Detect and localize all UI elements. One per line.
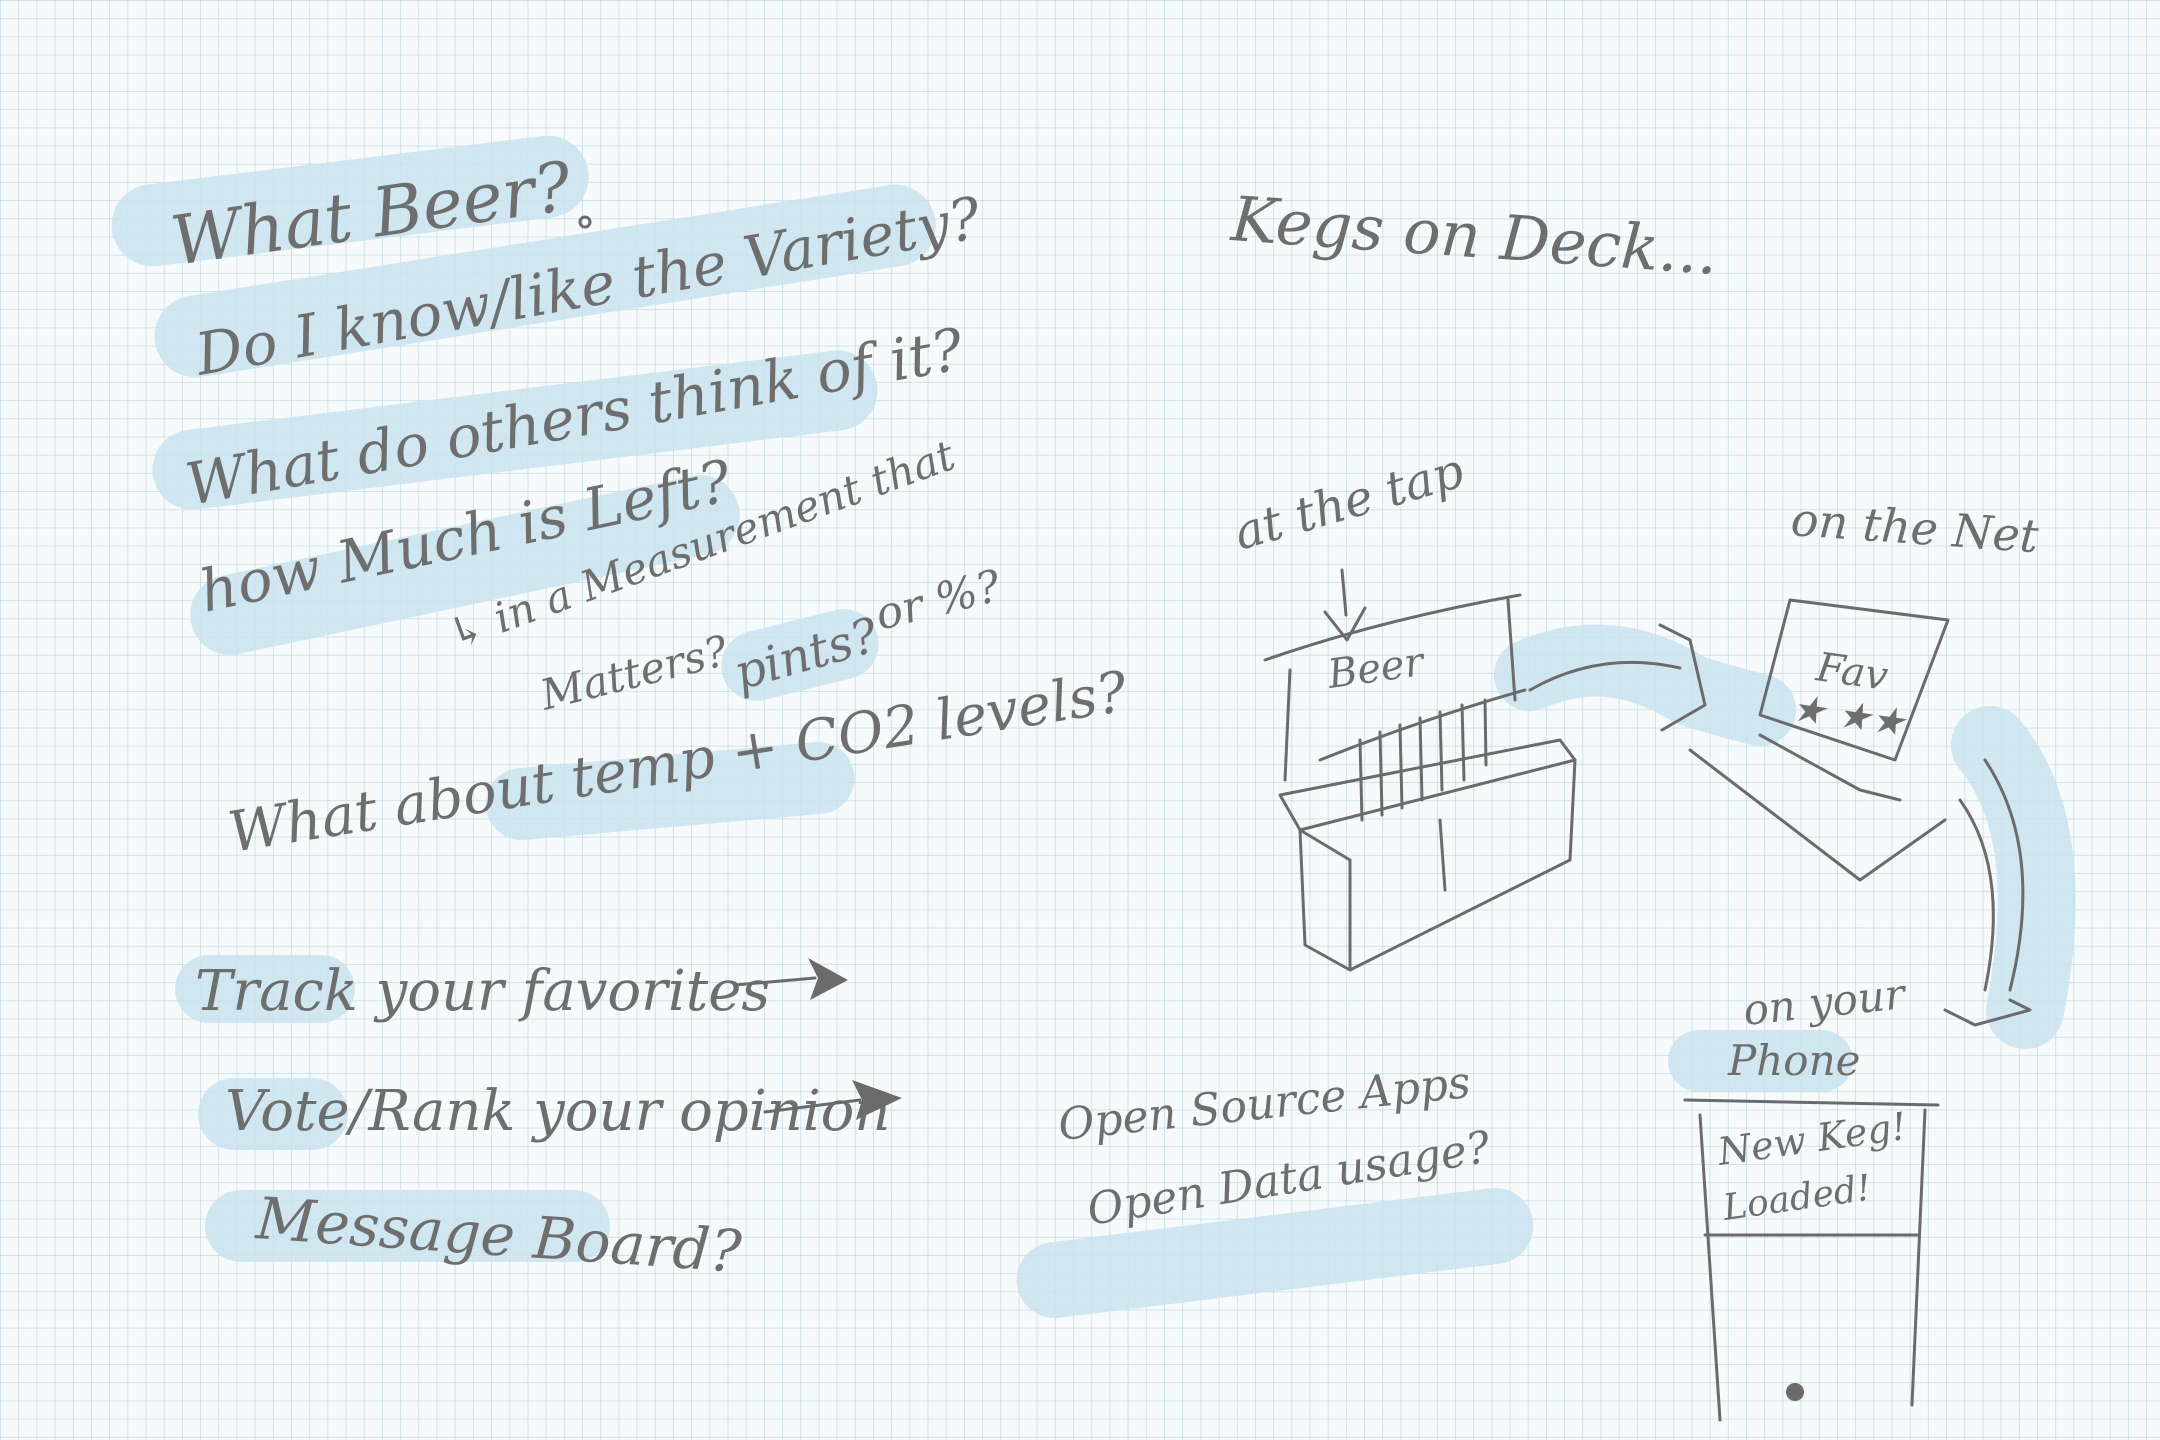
highlight-open-data — [1016, 1187, 1534, 1319]
highlight-others-think — [152, 350, 878, 510]
note-temp-co2: What about temp + CO2 levels? — [224, 659, 1132, 865]
laptop-screen-icon — [1758, 598, 1950, 762]
highlight-what-beer — [111, 135, 589, 267]
tap-rail — [1318, 688, 1527, 762]
track-arrow-line — [733, 976, 817, 987]
bar-sign-label: Beer — [1324, 639, 1429, 698]
bar-sign-outline — [1263, 593, 1522, 782]
note-percent: or %? — [870, 560, 1006, 640]
vote-arrow-line — [763, 1098, 862, 1114]
highlight-arrow-net-phone — [1951, 706, 2076, 1049]
left-notes: What Beer? Do I know/like the Variety? W… — [166, 147, 1132, 865]
highlight-arrow-tap-net — [1494, 624, 1796, 746]
feature-track: Track your favorites — [195, 959, 770, 1024]
highlight-vote — [198, 1078, 348, 1150]
label-on-your: on your — [1741, 969, 1910, 1035]
vote-arrow-head — [852, 1080, 902, 1120]
arrow-tap-to-net — [1528, 623, 1707, 732]
note-measurement-line2: Matters? — [535, 626, 733, 720]
label-at-the-tap: at the tap — [1228, 443, 1470, 562]
arrow-net-to-phone — [1943, 758, 2032, 1027]
tap-handles-icon — [1358, 698, 1488, 822]
laptop-base-icon — [1688, 733, 1947, 882]
highlight-temp-co2 — [485, 742, 855, 840]
star-icons: ★ ★★ — [1789, 685, 1910, 745]
feature-list: Track your favorites Vote/Rank your opin… — [195, 958, 902, 1286]
phone-message-line1: New Keg! — [1714, 1104, 1909, 1174]
highlight-how-much-left — [190, 475, 740, 655]
phone-outline-icon — [1683, 1098, 1940, 1422]
bar-counter-icon — [1278, 738, 1577, 972]
laptop-fav-label: Fav — [1813, 644, 1892, 700]
heading-kegs-on-deck: Kegs on Deck... — [1228, 182, 1720, 289]
highlight-pints — [721, 609, 879, 701]
dot-mark — [578, 215, 592, 229]
label-on-the-net-1: on the Net — [1789, 492, 2041, 563]
down-arrow-icon — [1323, 568, 1367, 642]
feature-vote: Vote/Rank your opinion — [225, 1079, 890, 1144]
phone-message-line2: Loaded! — [1720, 1168, 1874, 1229]
track-arrow-head — [808, 958, 848, 1000]
highlight-phone — [1668, 1030, 1853, 1092]
label-phone: Phone — [1727, 1036, 1861, 1085]
highlight-know-variety — [154, 184, 936, 378]
highlight-message-board — [205, 1190, 610, 1262]
highlight-track — [175, 955, 355, 1023]
highlight-bands — [111, 135, 2076, 1319]
phone-home-button-icon — [1786, 1383, 1804, 1401]
